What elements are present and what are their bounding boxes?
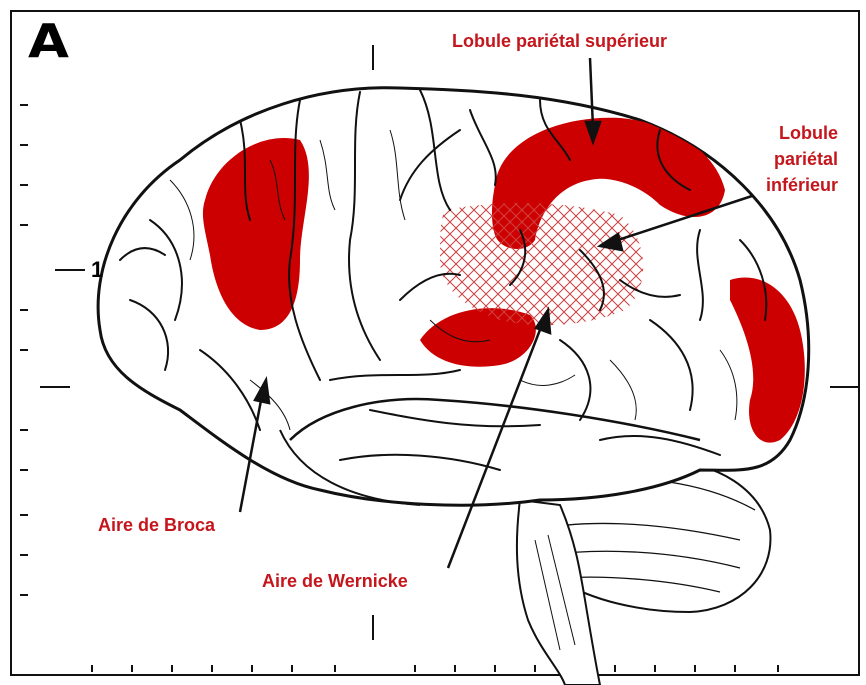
panel-letter: A <box>28 16 68 66</box>
label-broca-area: Aire de Broca <box>98 514 215 536</box>
label-wernicke-area: Aire de Wernicke <box>262 570 408 592</box>
label-inferior-parietal-line-3: inférieur <box>766 172 838 198</box>
label-inferior-parietal-line-1: Lobule <box>766 120 838 146</box>
label-inferior-parietal-line-2: pariétal <box>766 146 838 172</box>
axis-tick-label: 1 <box>91 257 103 283</box>
brain-hemisphere <box>98 88 809 505</box>
label-superior-parietal-lobule: Lobule pariétal supérieur <box>452 30 667 52</box>
label-inferior-parietal-lobule: Lobule pariétal inférieur <box>766 120 838 198</box>
